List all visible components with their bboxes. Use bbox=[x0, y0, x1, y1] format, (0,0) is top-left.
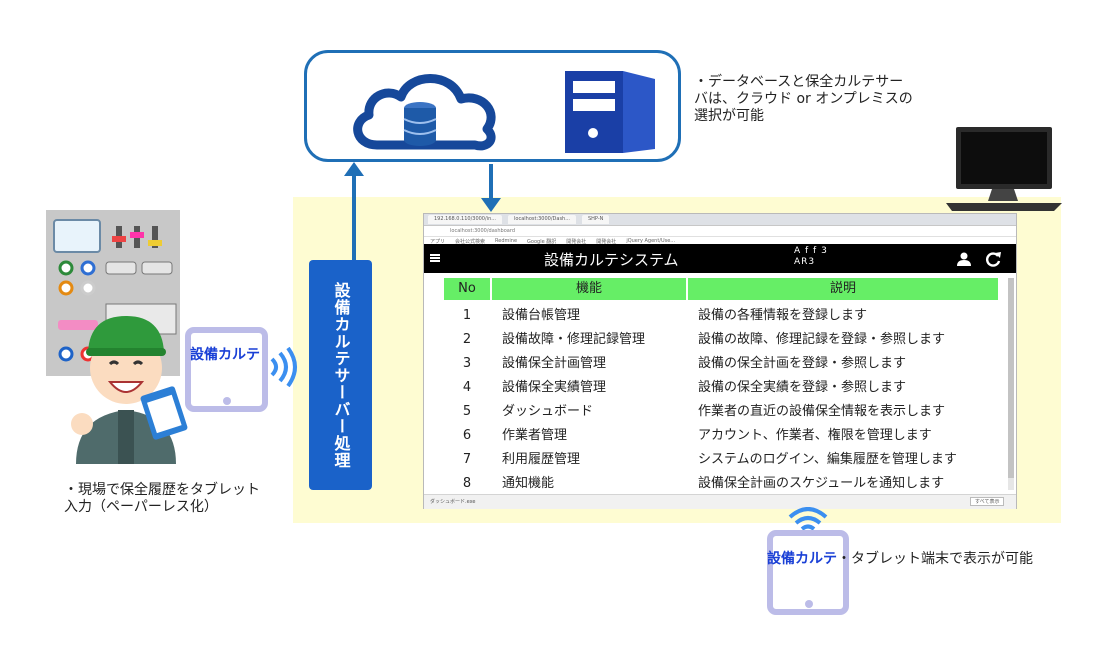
cloud-note: ・データベースと保全カルテサー バは、クラウド or オンプレミスの 選択が可能 bbox=[694, 74, 913, 125]
browser-tab[interactable]: localhost:3000/Dash... bbox=[508, 215, 576, 224]
cell-no: 8 bbox=[462, 476, 472, 491]
cell-no: 3 bbox=[462, 356, 472, 371]
tablet-left-label: 設備カルテ bbox=[190, 347, 260, 363]
cell-function: 通知機能 bbox=[502, 476, 555, 491]
cell-description: 設備保全計画のスケジュールを通知します bbox=[698, 476, 945, 491]
scrollbar[interactable] bbox=[1008, 278, 1014, 490]
scrollbar-thumb[interactable] bbox=[1008, 278, 1014, 478]
menu-icon[interactable] bbox=[430, 254, 440, 262]
user-icon[interactable] bbox=[956, 252, 972, 266]
connection-arrows bbox=[344, 162, 501, 264]
table-row[interactable]: 7 利用履歴管理 システムのログイン、編集履歴を管理します bbox=[444, 448, 1000, 472]
tablet-bottom bbox=[767, 530, 849, 615]
cell-function: 作業者管理 bbox=[502, 428, 568, 443]
cloud-note-line: ・データベースと保全カルテサー bbox=[694, 74, 904, 90]
cell-description: 作業者の直近の設備保全情報を表示します bbox=[698, 404, 946, 419]
cell-description: アカウント、作業者、権限を管理します bbox=[698, 428, 932, 443]
cell-no: 5 bbox=[462, 404, 472, 419]
field-note-line: ・現場で保全履歴をタブレット bbox=[64, 482, 260, 498]
table-row[interactable]: 5 ダッシュボード 作業者の直近の設備保全情報を表示します bbox=[444, 400, 1000, 424]
address-bar[interactable]: localhost:3000/dashboard bbox=[424, 226, 1016, 237]
browser-tab[interactable]: SHP-N bbox=[582, 215, 610, 224]
cell-description: システムのログイン、編集履歴を管理します bbox=[698, 452, 957, 467]
field-note-line: 入力（ペーパーレス化） bbox=[64, 499, 218, 515]
cell-function: 利用履歴管理 bbox=[502, 452, 581, 467]
cloud-note-line: 選択が可能 bbox=[694, 108, 764, 124]
status-bar: ダッシュボード.exe すべて表示 bbox=[424, 494, 1016, 509]
tablet-home-button bbox=[805, 600, 813, 608]
column-header-no: No bbox=[444, 278, 490, 300]
table-row[interactable]: 3 設備保全計画管理 設備の保全計画を登録・参照します bbox=[444, 352, 1000, 376]
cell-no: 6 bbox=[462, 428, 472, 443]
browser-tab-strip: 192.168.0.110/3000/in... localhost:3000/… bbox=[424, 214, 1016, 226]
app-header: 設備カルテシステム A f f 3 AR3 bbox=[424, 244, 1016, 273]
status-left-text: ダッシュボード.exe bbox=[430, 499, 476, 505]
cell-description: 設備の各種情報を登録します bbox=[698, 308, 868, 323]
show-all-button[interactable]: すべて表示 bbox=[970, 497, 1005, 506]
table-row[interactable]: 6 作業者管理 アカウント、作業者、権限を管理します bbox=[444, 424, 1000, 448]
cell-function: ダッシュボード bbox=[502, 404, 594, 419]
bookmark-item[interactable]: jQuery Agent/Use... bbox=[626, 238, 676, 244]
tablet-bottom-note: ・タブレット端末で表示が可能 bbox=[837, 551, 1033, 567]
bookmark-item[interactable]: アプリ bbox=[430, 238, 446, 245]
server-processing-bar: 設備カルテサーバー処理 bbox=[309, 260, 372, 490]
column-header-function: 機能 bbox=[492, 278, 686, 300]
cell-function: 設備故障・修理記録管理 bbox=[502, 332, 646, 347]
user-code: AR3 bbox=[794, 257, 816, 267]
cell-no: 1 bbox=[462, 308, 472, 323]
table-row[interactable]: 8 通知機能 設備保全計画のスケジュールを通知します bbox=[444, 472, 1000, 496]
column-header-description: 説明 bbox=[688, 278, 998, 300]
cell-no: 4 bbox=[462, 380, 472, 395]
desktop-monitor-icon bbox=[946, 127, 1062, 211]
bookmark-item[interactable]: 開発会社 bbox=[566, 238, 587, 245]
worker-icon bbox=[71, 316, 188, 464]
wireless-signal-icon bbox=[270, 347, 297, 387]
server-icon bbox=[565, 71, 655, 153]
refresh-icon[interactable] bbox=[984, 250, 1002, 268]
tablet-home-button bbox=[223, 397, 231, 405]
tablet-bottom-label: 設備カルテ bbox=[767, 551, 837, 567]
user-info: A f f 3 AR3 bbox=[794, 246, 828, 268]
cell-function: 設備保全計画管理 bbox=[502, 356, 607, 371]
server-processing-label: 設備カルテサーバー処理 bbox=[331, 281, 351, 469]
cell-description: 設備の保全実績を登録・参照します bbox=[698, 380, 907, 395]
browser-window: 192.168.0.110/3000/in... localhost:3000/… bbox=[423, 213, 1017, 509]
table-row[interactable]: 2 設備故障・修理記録管理 設備の故障、修理記録を登録・参照します bbox=[444, 328, 1000, 352]
tablet-bottom-caption: 設備カルテ・タブレット端末で表示が可能 bbox=[767, 548, 1033, 568]
bookmark-item[interactable]: 開発会社 bbox=[596, 238, 617, 245]
database-icon bbox=[403, 102, 437, 146]
cell-function: 設備保全実績管理 bbox=[502, 380, 607, 395]
cell-no: 7 bbox=[462, 452, 472, 467]
browser-tab[interactable]: 192.168.0.110/3000/in... bbox=[428, 215, 502, 224]
field-note: ・現場で保全履歴をタブレット 入力（ペーパーレス化） bbox=[64, 482, 260, 516]
tablet-left bbox=[185, 327, 268, 412]
table-row[interactable]: 4 設備保全実績管理 設備の保全実績を登録・参照します bbox=[444, 376, 1000, 400]
user-name: A f f 3 bbox=[794, 246, 828, 256]
cell-no: 2 bbox=[462, 332, 472, 347]
bookmark-item[interactable]: 会社公式検索 bbox=[455, 238, 486, 245]
bookmark-item[interactable]: Google 翻訳 bbox=[527, 238, 557, 245]
cell-description: 設備の保全計画を登録・参照します bbox=[698, 356, 907, 371]
cell-function: 設備台帳管理 bbox=[502, 308, 581, 323]
cloud-server-box bbox=[304, 50, 681, 162]
bookmark-item[interactable]: Redmine bbox=[495, 238, 518, 244]
cell-description: 設備の故障、修理記録を登録・参照します bbox=[698, 332, 946, 347]
app-title: 設備カルテシステム bbox=[544, 251, 679, 269]
table-row[interactable]: 1 設備台帳管理 設備の各種情報を登録します bbox=[444, 304, 1000, 328]
cloud-note-line: バは、クラウド or オンプレミスの bbox=[694, 91, 913, 107]
wireless-signal-icon bbox=[788, 507, 828, 531]
